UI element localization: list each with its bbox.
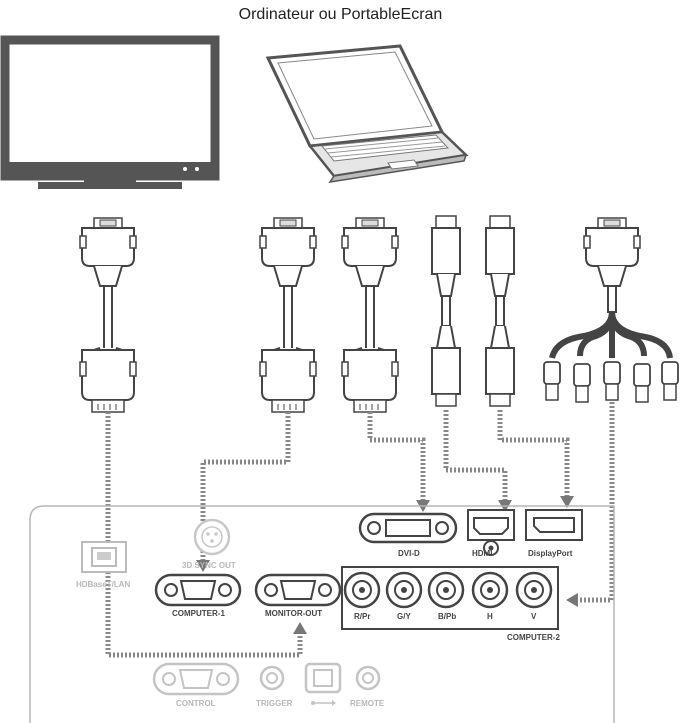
- control-label: CONTROL: [176, 699, 216, 708]
- sync-out-port: [193, 518, 231, 556]
- displayport-label: DisplayPort: [528, 549, 573, 558]
- bnc-rpr-label: R/Pr: [354, 612, 370, 621]
- monitor-out-label: MONITOR-OUT: [265, 609, 322, 618]
- remote-port: [355, 665, 381, 691]
- dashed-cable-paths: [105, 402, 615, 658]
- bnc-h-label: H: [487, 612, 493, 621]
- cable-monitor-vga: [79, 217, 137, 413]
- computer-1-port: [154, 573, 242, 607]
- hdbaset-lan-port: [81, 541, 127, 573]
- sync-out-label: 3D SYNC OUT: [182, 561, 236, 570]
- cable-pc-hdmi: [431, 215, 461, 407]
- trigger-label: TRIGGER: [256, 699, 293, 708]
- bnc-v-label: V: [531, 612, 537, 621]
- bnc-bpb-label: B/Pb: [438, 612, 456, 621]
- hdmi-label: HDMI: [472, 549, 492, 558]
- hdmi-port: [467, 509, 515, 556]
- dvi-d-port: [358, 512, 458, 544]
- computer-2-label: COMPUTER-2: [507, 633, 560, 642]
- control-port: [152, 662, 240, 696]
- bnc-group: [341, 566, 559, 630]
- remote-label: REMOTE: [350, 699, 385, 708]
- diagram-title: Ordinateur ou PortableEcran: [238, 6, 443, 23]
- cable-pc-bnc: [543, 217, 679, 403]
- displayport-port: [525, 509, 583, 541]
- laptop-icon: [265, 44, 469, 184]
- dvi-d-label: DVI-D: [398, 549, 420, 558]
- usb-b-port: [304, 662, 342, 694]
- monitor-icon: [0, 35, 220, 189]
- usb-icon: [311, 700, 336, 706]
- projector-panel: [29, 505, 615, 723]
- trigger-port: [259, 665, 285, 691]
- cable-pc-vga: [259, 217, 317, 413]
- cable-pc-displayport: [485, 215, 515, 407]
- computer-1-label: COMPUTER-1: [172, 609, 225, 618]
- bnc-gy-label: G/Y: [397, 612, 411, 621]
- hdbaset-lan-label: HDBaseT/LAN: [76, 580, 130, 589]
- cable-pc-dvi: [341, 217, 399, 413]
- monitor-out-port: [254, 573, 342, 607]
